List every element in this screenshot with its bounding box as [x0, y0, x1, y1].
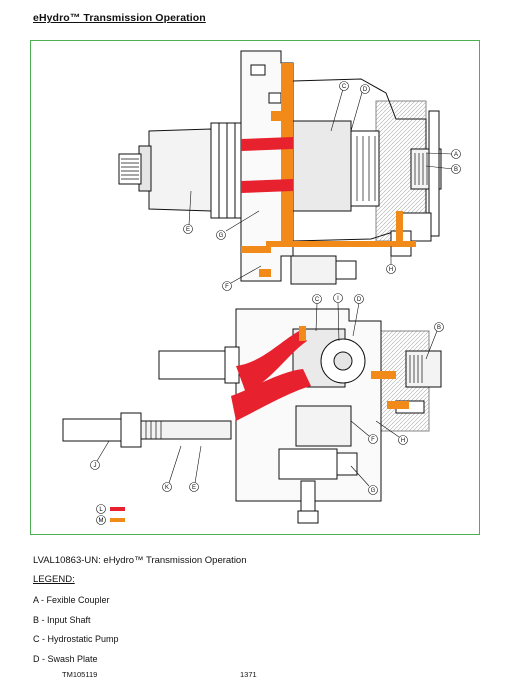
svg-text:E: E: [186, 227, 190, 233]
svg-text:K: K: [165, 485, 169, 491]
svg-text:G: G: [219, 233, 224, 239]
legend-item: A - Fexible Coupler: [33, 595, 110, 605]
svg-text:F: F: [225, 284, 229, 290]
legend-item: B - Input Shaft: [33, 614, 91, 625]
legend-list: A - Fexible Coupler B - Input Shaft C - …: [33, 594, 119, 672]
svg-text:C: C: [342, 84, 347, 90]
document-code: TM105119: [62, 670, 98, 679]
svg-text:D: D: [363, 87, 368, 93]
upper-oil-passages: [241, 63, 416, 277]
lower-cutaway-view: [62, 308, 442, 524]
svg-text:H: H: [389, 267, 393, 273]
svg-text:F: F: [371, 437, 375, 443]
svg-text:I: I: [337, 296, 339, 302]
svg-text:H: H: [401, 438, 405, 444]
svg-text:D: D: [357, 297, 362, 303]
page-number: 1371: [240, 670, 257, 679]
legend-title: LEGEND:: [33, 574, 75, 585]
page-title: eHydro™ Transmission Operation: [33, 12, 206, 24]
svg-text:E: E: [192, 485, 196, 491]
upper-cutaway-view: [118, 50, 442, 285]
legend-item: C - Hydrostatic Pump: [33, 634, 119, 644]
figure-caption: LVAL10863-UN: eHydro™ Transmission Opera…: [33, 555, 247, 566]
lower-callouts: [90, 293, 444, 495]
lower-callout-letters: B C D E F G H I J K: [94, 296, 442, 494]
svg-text:C: C: [315, 297, 320, 303]
upper-callout-letters: A B C D E F G H: [186, 84, 458, 290]
svg-text:J: J: [94, 463, 97, 469]
color-key: L M: [96, 504, 125, 525]
color-key-orange-swatch: [110, 518, 125, 522]
svg-text:B: B: [454, 167, 458, 173]
svg-text:B: B: [437, 325, 441, 331]
lower-oil-passages: [231, 326, 409, 421]
color-key-red-swatch: [110, 507, 125, 511]
svg-text:A: A: [454, 152, 458, 158]
transmission-diagram: A B C D E F G H B C D E F: [30, 40, 480, 535]
legend-item: D - Swash Plate: [33, 653, 98, 664]
upper-callouts: [183, 81, 461, 291]
svg-text:G: G: [371, 488, 376, 494]
svg-text:L: L: [99, 507, 103, 513]
svg-text:M: M: [99, 518, 104, 524]
transmission-illustration: A B C D E F G H B C D E F: [62, 50, 461, 525]
